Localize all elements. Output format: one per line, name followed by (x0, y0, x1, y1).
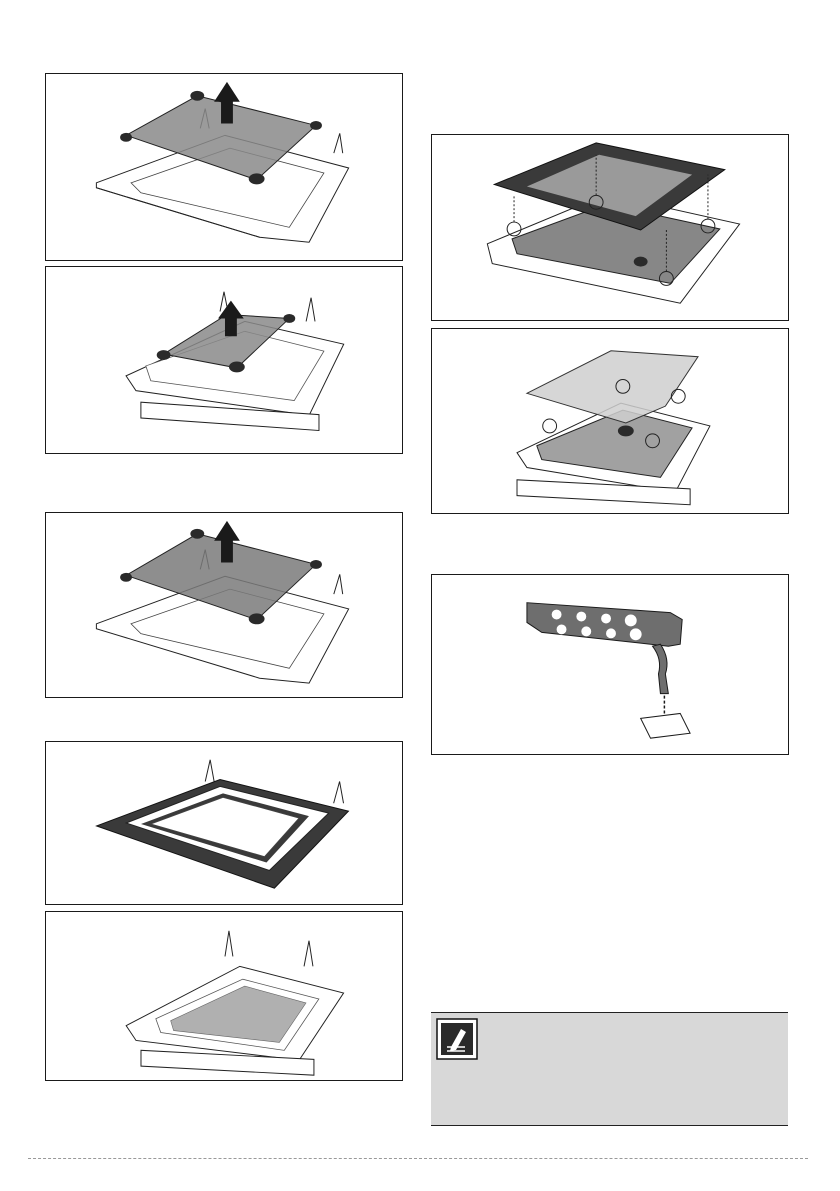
note-box (431, 1012, 788, 1126)
figure-panel-3 (45, 512, 403, 698)
seal-clip-insertion-illustration (432, 575, 788, 754)
footer-divider (28, 1158, 808, 1159)
inner-pane-lift-illustration (46, 267, 402, 453)
figure-panel-7 (431, 328, 789, 514)
outer-pane-seals-illustration (432, 135, 788, 320)
figure-panel-2 (45, 266, 403, 454)
figure-panel-4 (45, 741, 403, 905)
figure-panel-5 (45, 911, 403, 1081)
pencil-note-icon (435, 1017, 479, 1061)
figure-panel-1 (45, 73, 403, 261)
pane-reinsertion-illustration (432, 329, 788, 513)
figure-panel-8 (431, 574, 789, 755)
figure-panel-6 (431, 134, 789, 321)
glass-pane-lift-illustration (46, 74, 402, 260)
glass-pane-lift-illustration-2 (46, 513, 402, 697)
door-frame-empty-illustration (46, 912, 402, 1080)
door-frame-inner-glass-illustration (46, 742, 402, 904)
